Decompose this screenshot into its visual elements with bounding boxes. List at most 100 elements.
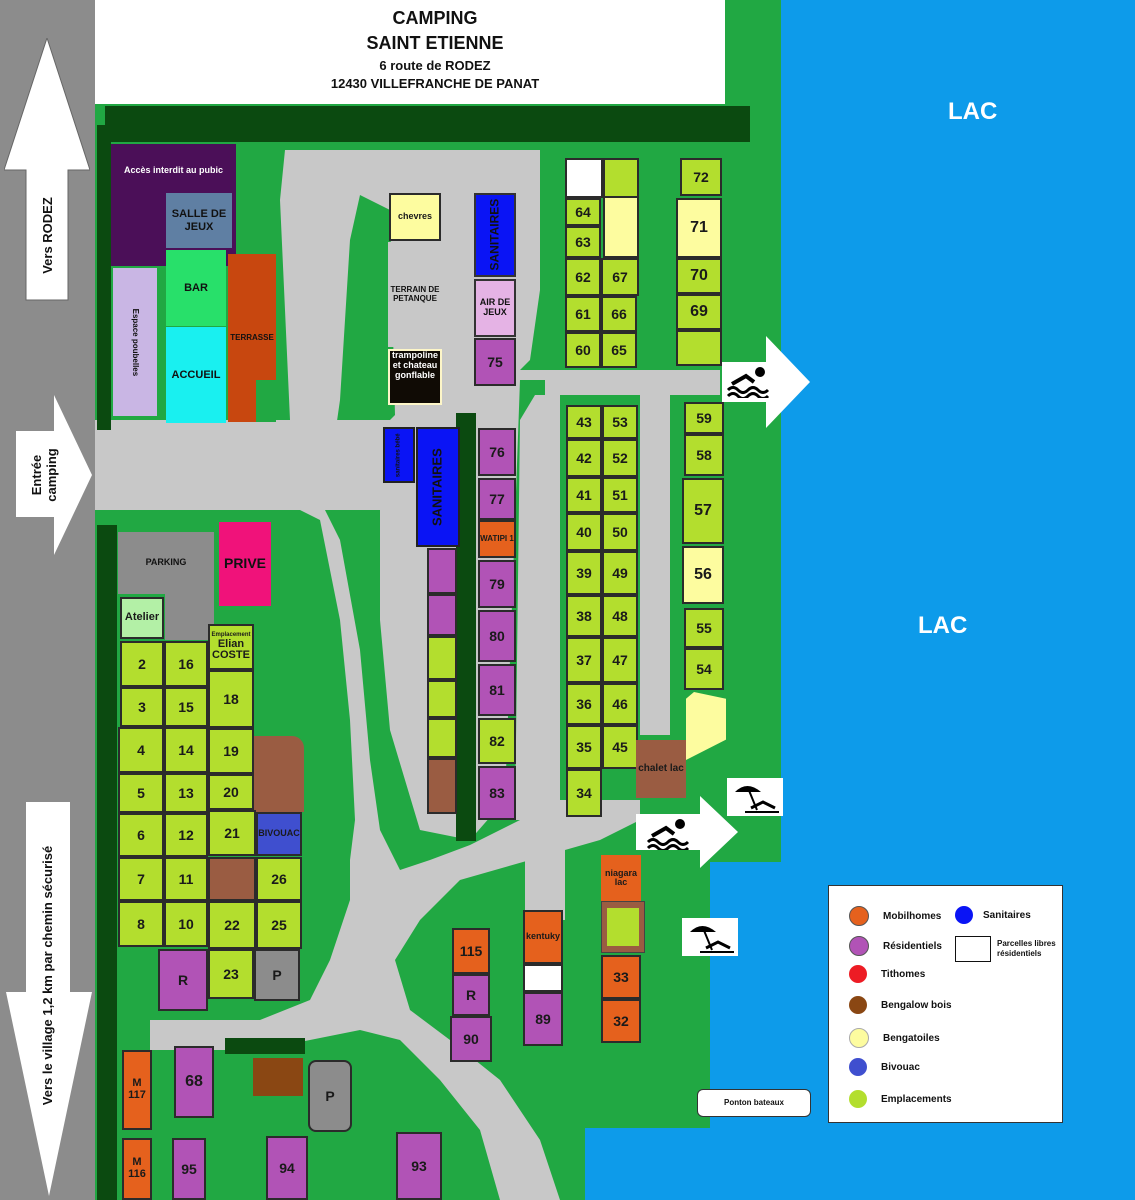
lot-8[interactable]: 8 bbox=[118, 901, 164, 947]
lot-89[interactable]: 89 bbox=[523, 992, 563, 1046]
lot-39[interactable]: 39 bbox=[566, 551, 602, 595]
lot-11[interactable]: 11 bbox=[164, 857, 208, 901]
lot-72[interactable]: 72 bbox=[680, 158, 722, 196]
lot-61[interactable]: 61 bbox=[565, 296, 601, 332]
lot-36[interactable]: 36 bbox=[566, 683, 602, 725]
lot-77[interactable]: 77 bbox=[478, 478, 516, 520]
lot-unnumbered[interactable] bbox=[565, 158, 603, 198]
lot-47[interactable]: 47 bbox=[602, 637, 638, 683]
lot-7[interactable]: 7 bbox=[118, 857, 164, 901]
lot-16[interactable]: 16 bbox=[164, 641, 208, 687]
lot-12[interactable]: 12 bbox=[164, 813, 208, 857]
trampoline-area[interactable]: trampoline et chateau gonflable bbox=[388, 349, 442, 405]
lot-49[interactable]: 49 bbox=[602, 551, 638, 595]
goats-area[interactable]: chevres bbox=[389, 193, 441, 241]
lot-19[interactable]: 19 bbox=[208, 728, 254, 774]
baby-sanitaires[interactable]: sanitaires bébé bbox=[383, 427, 415, 483]
lot-unnumbered[interactable] bbox=[603, 158, 639, 198]
lot-35[interactable]: 35 bbox=[566, 725, 602, 769]
lot-unnumbered[interactable] bbox=[427, 594, 457, 636]
lot-55[interactable]: 55 bbox=[684, 608, 724, 648]
reception[interactable]: ACCUEIL bbox=[166, 327, 226, 423]
lot-25[interactable]: 25 bbox=[256, 901, 302, 949]
lot-26[interactable]: 26 bbox=[256, 857, 302, 901]
lot-67[interactable]: 67 bbox=[601, 258, 639, 296]
lot-33[interactable]: 33 bbox=[601, 955, 641, 999]
lot-unnumbered[interactable] bbox=[427, 758, 457, 814]
lot-37[interactable]: 37 bbox=[566, 637, 602, 683]
lot-81[interactable]: 81 bbox=[478, 664, 516, 716]
bivouac[interactable]: BIVOUAC bbox=[256, 812, 302, 856]
lot-95[interactable]: 95 bbox=[172, 1138, 206, 1200]
lot-51[interactable]: 51 bbox=[602, 477, 638, 513]
lot-66[interactable]: 66 bbox=[601, 296, 637, 332]
lot-58[interactable]: 58 bbox=[684, 434, 724, 476]
lot-80[interactable]: 80 bbox=[478, 610, 516, 662]
lot-45[interactable]: 45 bbox=[602, 725, 638, 769]
lot-64[interactable]: 64 bbox=[565, 198, 601, 226]
lot-4[interactable]: 4 bbox=[118, 727, 164, 773]
game-room[interactable]: SALLE DE JEUX bbox=[166, 193, 232, 248]
lot-69[interactable]: 69 bbox=[676, 294, 722, 330]
lot-70[interactable]: 70 bbox=[676, 258, 722, 294]
lot-6[interactable]: 6 bbox=[118, 813, 164, 857]
mobilhome-116[interactable]: M 116 bbox=[122, 1138, 152, 1200]
lot-59[interactable]: 59 bbox=[684, 402, 724, 434]
lot-68[interactable]: 68 bbox=[174, 1046, 214, 1118]
lot-2[interactable]: 2 bbox=[120, 641, 164, 687]
ponton-bateaux[interactable]: Ponton bateaux bbox=[697, 1089, 811, 1117]
lot-unnumbered[interactable] bbox=[676, 330, 722, 366]
lot-76[interactable]: 76 bbox=[478, 428, 516, 476]
lot-22[interactable]: 22 bbox=[208, 901, 256, 949]
lot-unnumbered[interactable] bbox=[427, 548, 457, 594]
lot-13[interactable]: 13 bbox=[164, 773, 208, 813]
workshop[interactable]: Atelier bbox=[120, 597, 164, 639]
watipi-1[interactable]: WATIPI 1 bbox=[478, 520, 516, 558]
lot-r[interactable]: R bbox=[158, 949, 208, 1011]
lot-unnumbered[interactable] bbox=[208, 857, 256, 901]
lot-41[interactable]: 41 bbox=[566, 477, 602, 513]
lot-20[interactable]: 20 bbox=[208, 774, 254, 810]
lot-unnumbered[interactable] bbox=[603, 196, 639, 258]
lot-unnumbered[interactable] bbox=[427, 718, 457, 758]
lot-57[interactable]: 57 bbox=[682, 478, 724, 544]
lot-34[interactable]: 34 bbox=[566, 769, 602, 817]
chalet-lac[interactable]: chalet lac bbox=[636, 740, 686, 798]
lot-53[interactable]: 53 bbox=[602, 405, 638, 439]
lot-10[interactable]: 10 bbox=[164, 901, 208, 947]
parking-p[interactable]: P bbox=[254, 949, 300, 1001]
lot-56[interactable]: 56 bbox=[682, 546, 724, 604]
lot-75[interactable]: 75 bbox=[474, 338, 516, 386]
lot-62[interactable]: 62 bbox=[565, 258, 601, 296]
lot-32[interactable]: 32 bbox=[601, 999, 641, 1043]
sanitaires-top[interactable]: SANITAIRES bbox=[474, 193, 516, 277]
bengalow-unnumbered[interactable] bbox=[254, 736, 304, 812]
lot-79[interactable]: 79 bbox=[478, 560, 516, 608]
lot-40[interactable]: 40 bbox=[566, 513, 602, 551]
lot-48[interactable]: 48 bbox=[602, 595, 638, 637]
mobilhome-117[interactable]: M 117 bbox=[122, 1050, 152, 1130]
petanque-court[interactable]: TERRAIN DE PETANQUE bbox=[388, 242, 442, 347]
kentuky[interactable]: kentuky bbox=[523, 910, 563, 964]
lot-71[interactable]: 71 bbox=[676, 198, 722, 258]
lot-14[interactable]: 14 bbox=[164, 727, 208, 773]
elian-coste[interactable]: Emplacement Elian COSTE bbox=[208, 624, 254, 670]
niagara-plot[interactable] bbox=[601, 901, 645, 953]
lot-52[interactable]: 52 bbox=[602, 439, 638, 477]
lot-93[interactable]: 93 bbox=[396, 1132, 442, 1200]
lot-18[interactable]: 18 bbox=[208, 670, 254, 728]
lot-82[interactable]: 82 bbox=[478, 718, 516, 764]
bar[interactable]: BAR bbox=[166, 250, 226, 326]
lot-15[interactable]: 15 bbox=[164, 687, 208, 727]
lot-65[interactable]: 65 bbox=[601, 332, 637, 368]
play-area[interactable]: AIR DE JEUX bbox=[474, 279, 516, 337]
lot-60[interactable]: 60 bbox=[565, 332, 601, 368]
lot-21[interactable]: 21 bbox=[208, 810, 256, 856]
parking-p-bottom[interactable]: P bbox=[308, 1060, 352, 1132]
lot-63[interactable]: 63 bbox=[565, 226, 601, 258]
lot-3[interactable]: 3 bbox=[120, 687, 164, 727]
lot-50[interactable]: 50 bbox=[602, 513, 638, 551]
lot-46[interactable]: 46 bbox=[602, 683, 638, 725]
lot-94[interactable]: 94 bbox=[266, 1136, 308, 1200]
lot-42[interactable]: 42 bbox=[566, 439, 602, 477]
